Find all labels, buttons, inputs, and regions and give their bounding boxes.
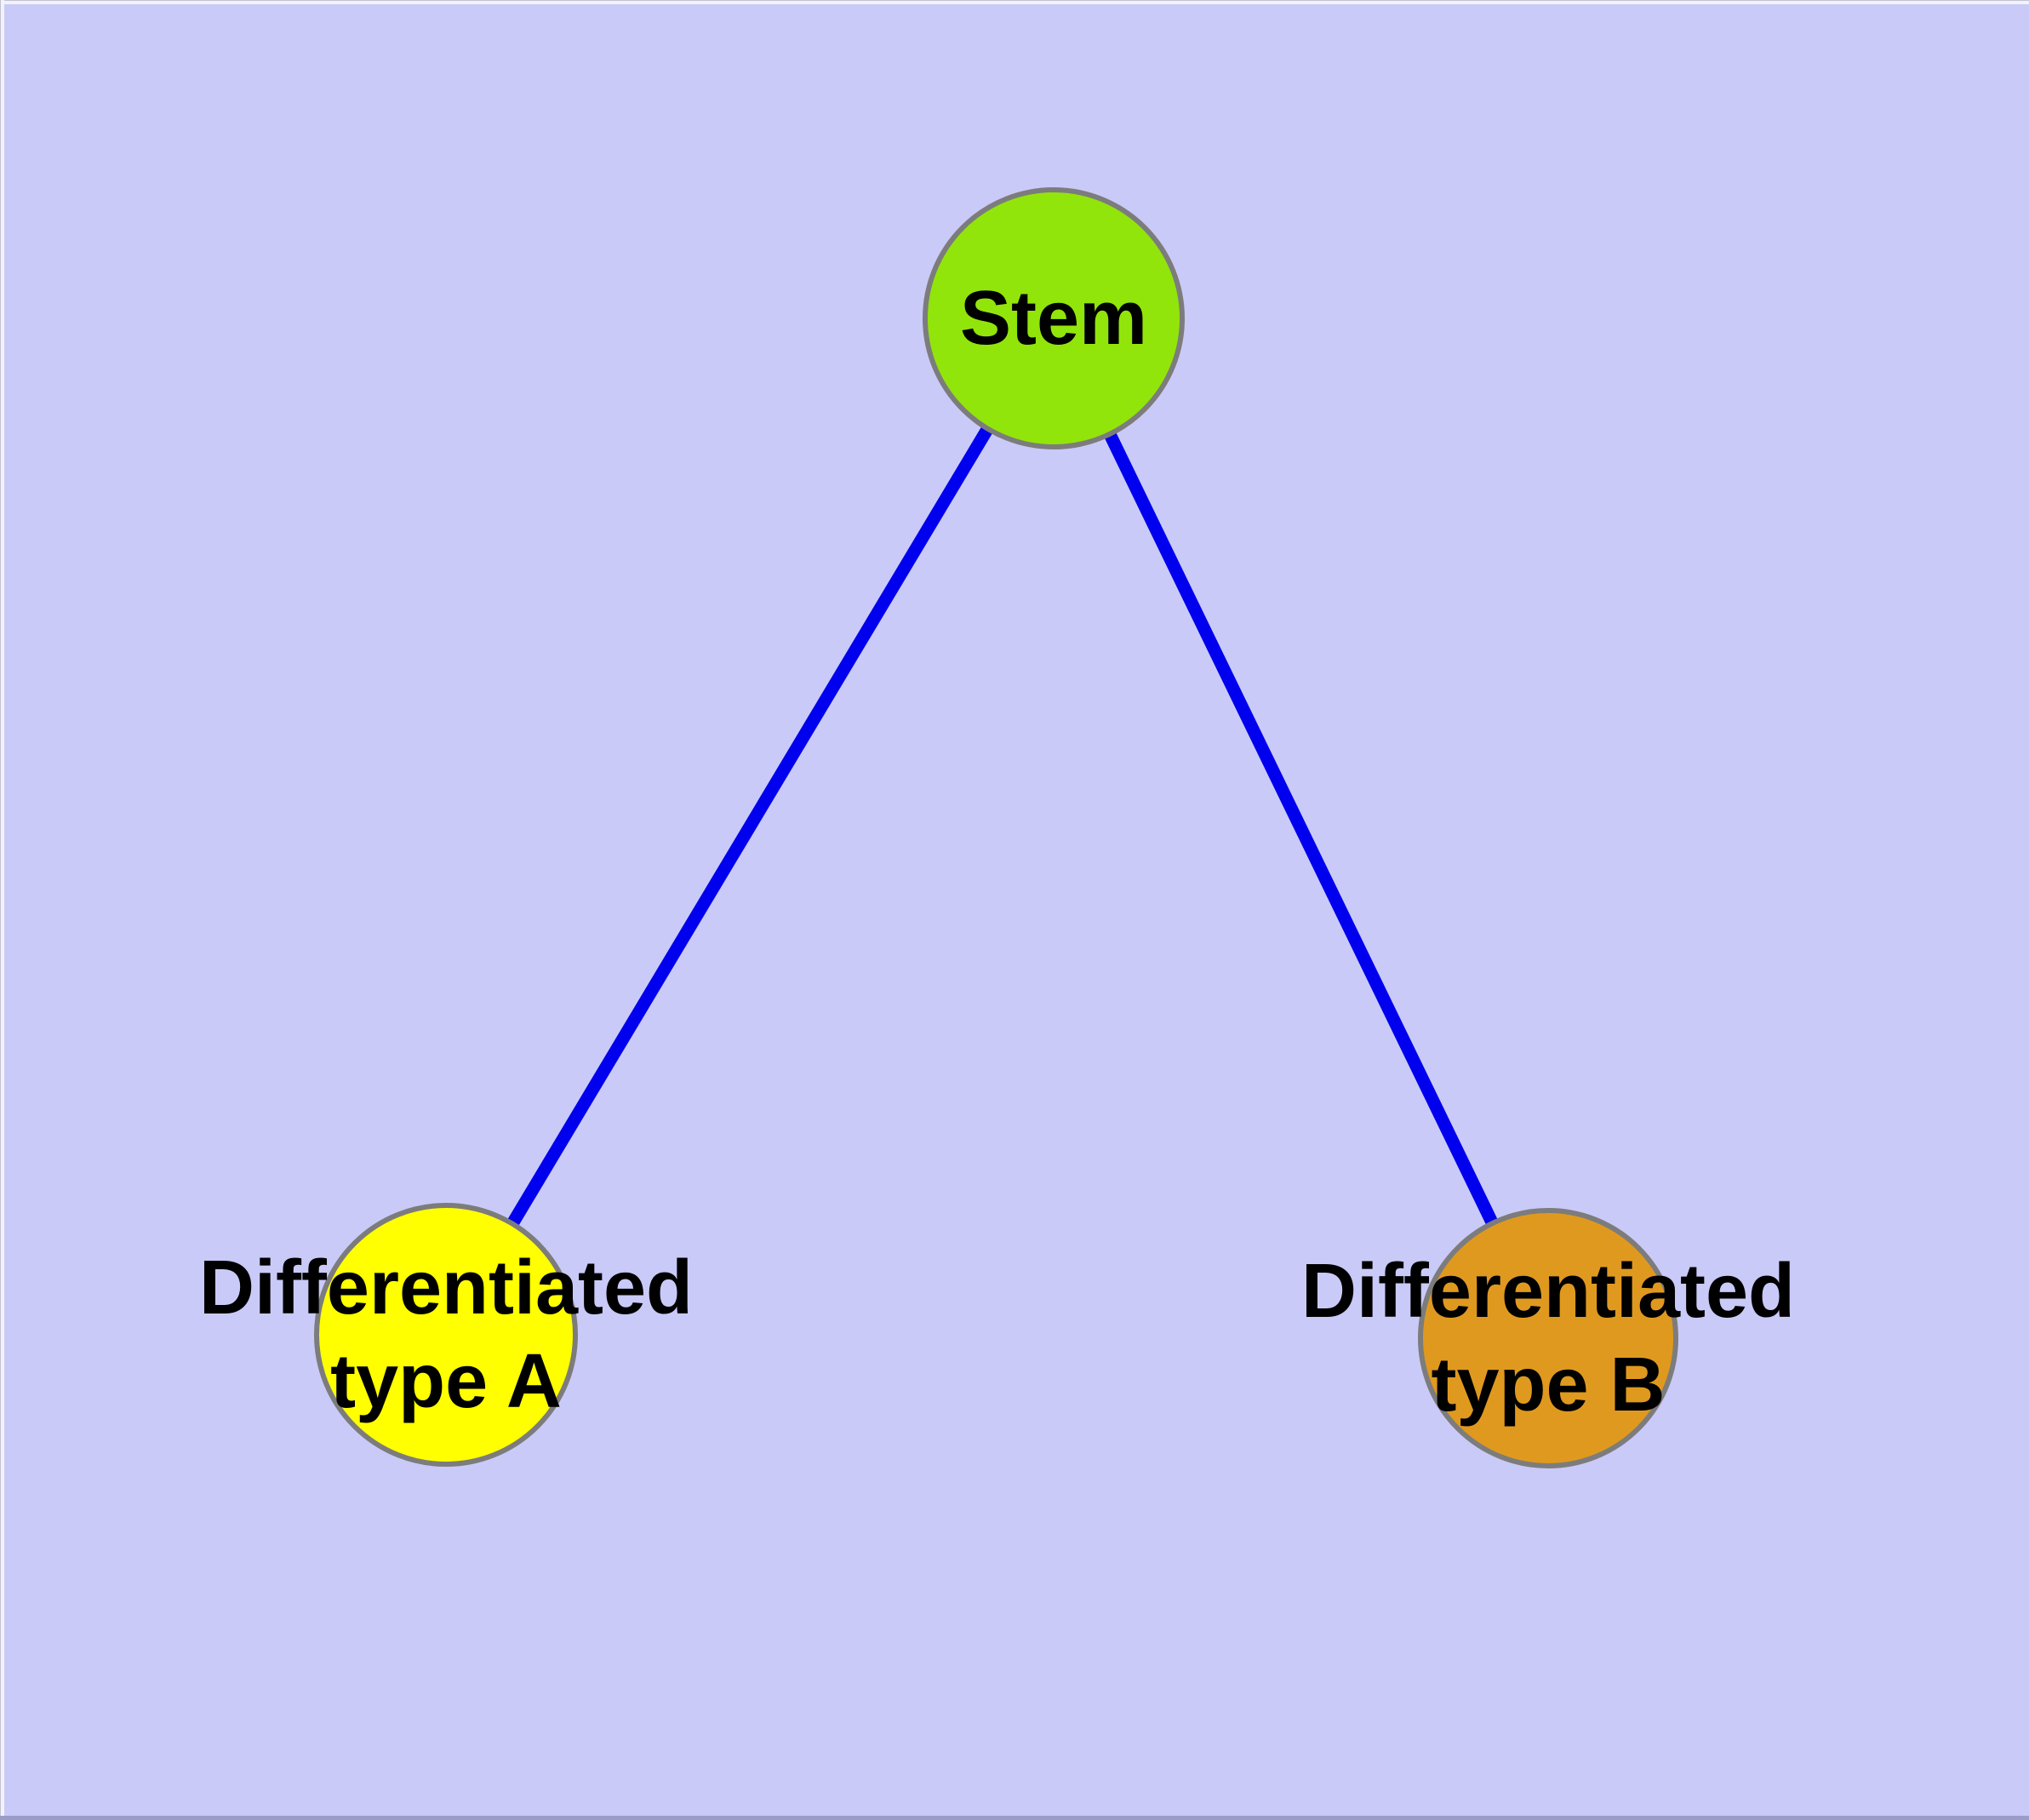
node-layer [314, 187, 1678, 1468]
plot-frame-left-edge [0, 0, 4, 1820]
edge-layer [440, 315, 1554, 1342]
node-type-b-circle [1418, 1208, 1678, 1468]
node-type-a-circle [314, 1203, 578, 1467]
edge-stem-to-type-b [1048, 315, 1554, 1342]
node-stem-circle [923, 187, 1185, 449]
plot-frame-bottom-edge [0, 1816, 2029, 1820]
plot-frame-top-edge [0, 0, 2029, 4]
edge-stem-to-type-a [440, 315, 1060, 1338]
